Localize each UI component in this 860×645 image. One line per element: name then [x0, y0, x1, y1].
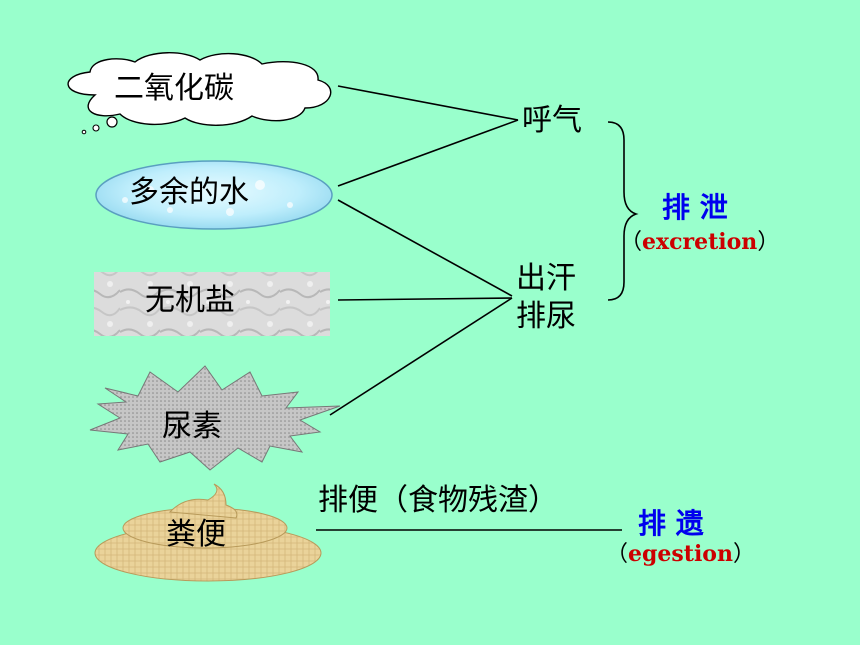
- paren-open: （: [620, 230, 642, 255]
- connector-lines: [316, 86, 622, 530]
- category-excretion-zh: 排 泄: [662, 186, 728, 226]
- line-urea-sweat: [330, 298, 512, 415]
- source-water: 多余的水: [129, 176, 249, 210]
- excretion-brace: [608, 122, 636, 300]
- line-salt-sweat: [338, 298, 512, 300]
- source-co2: 二氧化碳: [114, 72, 234, 106]
- paren-close: ）: [757, 230, 779, 255]
- category-excretion-en-line: （excretion）: [620, 224, 779, 256]
- source-feces: 粪便: [166, 518, 226, 552]
- line-water-sweat: [338, 200, 512, 296]
- paren-open: （: [606, 542, 628, 567]
- source-urea: 尿素: [162, 410, 222, 444]
- route-urine: 排尿: [516, 300, 576, 334]
- category-egestion-en-line: （egestion）: [606, 536, 755, 568]
- paren-close: ）: [733, 542, 755, 567]
- route-breath: 呼气: [522, 104, 582, 138]
- category-excretion-en: excretion: [642, 229, 757, 255]
- category-egestion-en: egestion: [628, 541, 733, 567]
- line-co2-breath: [338, 86, 518, 120]
- route-defecation: 排便（食物残渣）: [318, 484, 558, 518]
- route-sweat: 出汗: [516, 262, 576, 296]
- line-water-breath: [338, 120, 518, 186]
- source-salt: 无机盐: [145, 284, 235, 318]
